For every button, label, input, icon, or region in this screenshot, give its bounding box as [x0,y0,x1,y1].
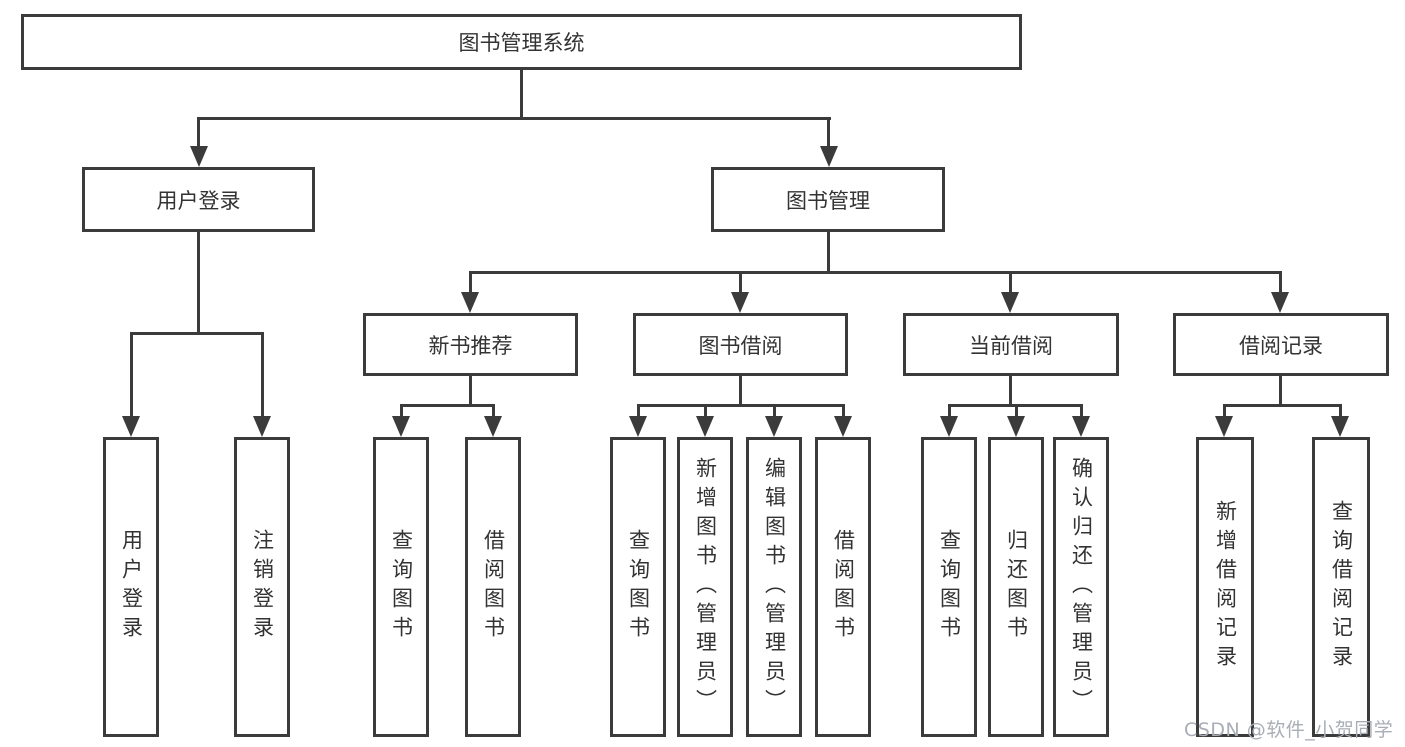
arrowhead-down-icon [461,292,479,313]
arrowhead-down-icon [1271,292,1289,313]
arrowhead-down-icon [190,146,208,167]
edge-shaft [1015,404,1018,418]
edge-shaft [739,271,742,295]
edge-rail [637,404,845,407]
arrowhead-down-icon [1001,292,1019,313]
leaf-records-query-record: 查询借阅记录 [1312,437,1370,737]
arrowhead-down-icon [731,292,749,313]
arrowhead-down-icon [1215,416,1233,437]
arrowhead-down-icon [696,416,714,437]
edge-rail [400,404,494,407]
edge-shaft [130,332,133,418]
leaf-user-login: 用户登录 [103,437,159,737]
arrowhead-down-icon [1007,416,1025,437]
leaf-records-add-record: 新增借阅记录 [1196,437,1254,737]
edge-shaft [1080,404,1083,418]
arrowhead-down-icon [484,416,502,437]
leaf-logout: 注销登录 [234,437,290,737]
node-borrow-records: 借阅记录 [1173,313,1389,376]
leaf-current-return-books: 归还图书 [988,437,1044,737]
edge-shaft [1279,271,1282,295]
arrowhead-down-icon [940,416,958,437]
arrowhead-down-icon [122,416,140,437]
edge-shaft [1223,404,1226,418]
node-book-management: 图书管理 [711,167,945,232]
leaf-borrowing-borrow-books: 借阅图书 [815,437,871,737]
edge-stem [1009,374,1012,407]
node-current-borrowing: 当前借阅 [903,313,1119,376]
edge-rail [1223,404,1342,407]
arrowhead-down-icon [629,416,647,437]
arrowhead-down-icon [834,416,852,437]
edge-stem [827,232,830,274]
edge-rail [130,332,264,335]
edge-shaft [400,404,403,418]
leaf-recommend-query-books: 查询图书 [373,437,429,737]
arrowhead-down-icon [253,416,271,437]
edge-shaft [261,332,264,418]
arrowhead-down-icon [820,146,838,167]
arrowhead-down-icon [1072,416,1090,437]
edge-stem [520,68,523,118]
edge-shaft [827,117,830,149]
leaf-recommend-borrow-books: 借阅图书 [465,437,521,737]
edge-shaft [637,404,640,418]
node-user-login: 用户登录 [82,167,315,232]
edge-stem [469,374,472,407]
node-book-borrowing: 图书借阅 [633,313,848,376]
arrowhead-down-icon [765,416,783,437]
edge-shaft [773,404,776,418]
node-root-system: 图书管理系统 [21,14,1022,70]
edge-shaft [469,271,472,295]
edge-stem [1279,374,1282,407]
edge-stem [197,232,200,334]
leaf-current-confirm-return-admin: 确认归还（管理员） [1053,437,1109,737]
node-new-book-recommend: 新书推荐 [363,313,578,376]
leaf-borrowing-edit-books-admin: 编辑图书（管理员） [746,437,802,737]
leaf-current-query-books: 查询图书 [921,437,977,737]
edge-shaft [704,404,707,418]
edge-rail [197,117,831,120]
arrowhead-down-icon [1331,416,1349,437]
arrowhead-down-icon [392,416,410,437]
edge-shaft [197,117,200,149]
leaf-borrowing-query-books: 查询图书 [610,437,666,737]
leaf-borrowing-add-books-admin: 新增图书（管理员） [677,437,733,737]
edge-shaft [1339,404,1342,418]
edge-shaft [492,404,495,418]
edge-rail [469,271,1282,274]
edge-shaft [842,404,845,418]
edge-stem [739,374,742,407]
csdn-watermark: CSDN @软件_小贺同学 [1184,719,1394,741]
edge-shaft [948,404,951,418]
edge-shaft [1009,271,1012,295]
